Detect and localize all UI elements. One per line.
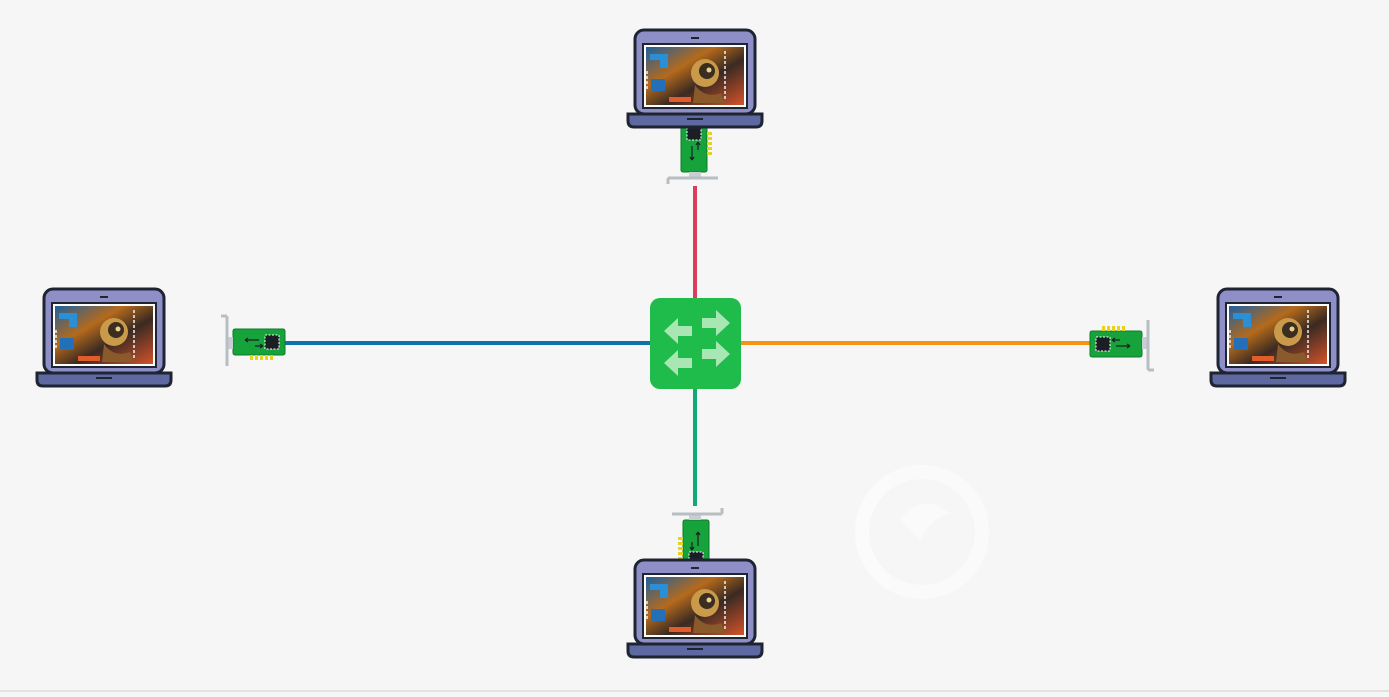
laptop-icon-top bbox=[626, 28, 764, 129]
network-card-icon-top bbox=[666, 118, 720, 186]
network-card-icon-left bbox=[219, 314, 287, 368]
laptop-icon-bottom bbox=[626, 558, 764, 659]
links-layer bbox=[231, 186, 1143, 506]
bottom-divider bbox=[0, 690, 1389, 692]
network-card-icon-right bbox=[1088, 318, 1156, 372]
laptop-icon-left bbox=[35, 287, 173, 388]
network-switch-icon bbox=[650, 298, 741, 389]
laptop-icon-right bbox=[1209, 287, 1347, 388]
watermark-logo-icon bbox=[855, 465, 989, 599]
